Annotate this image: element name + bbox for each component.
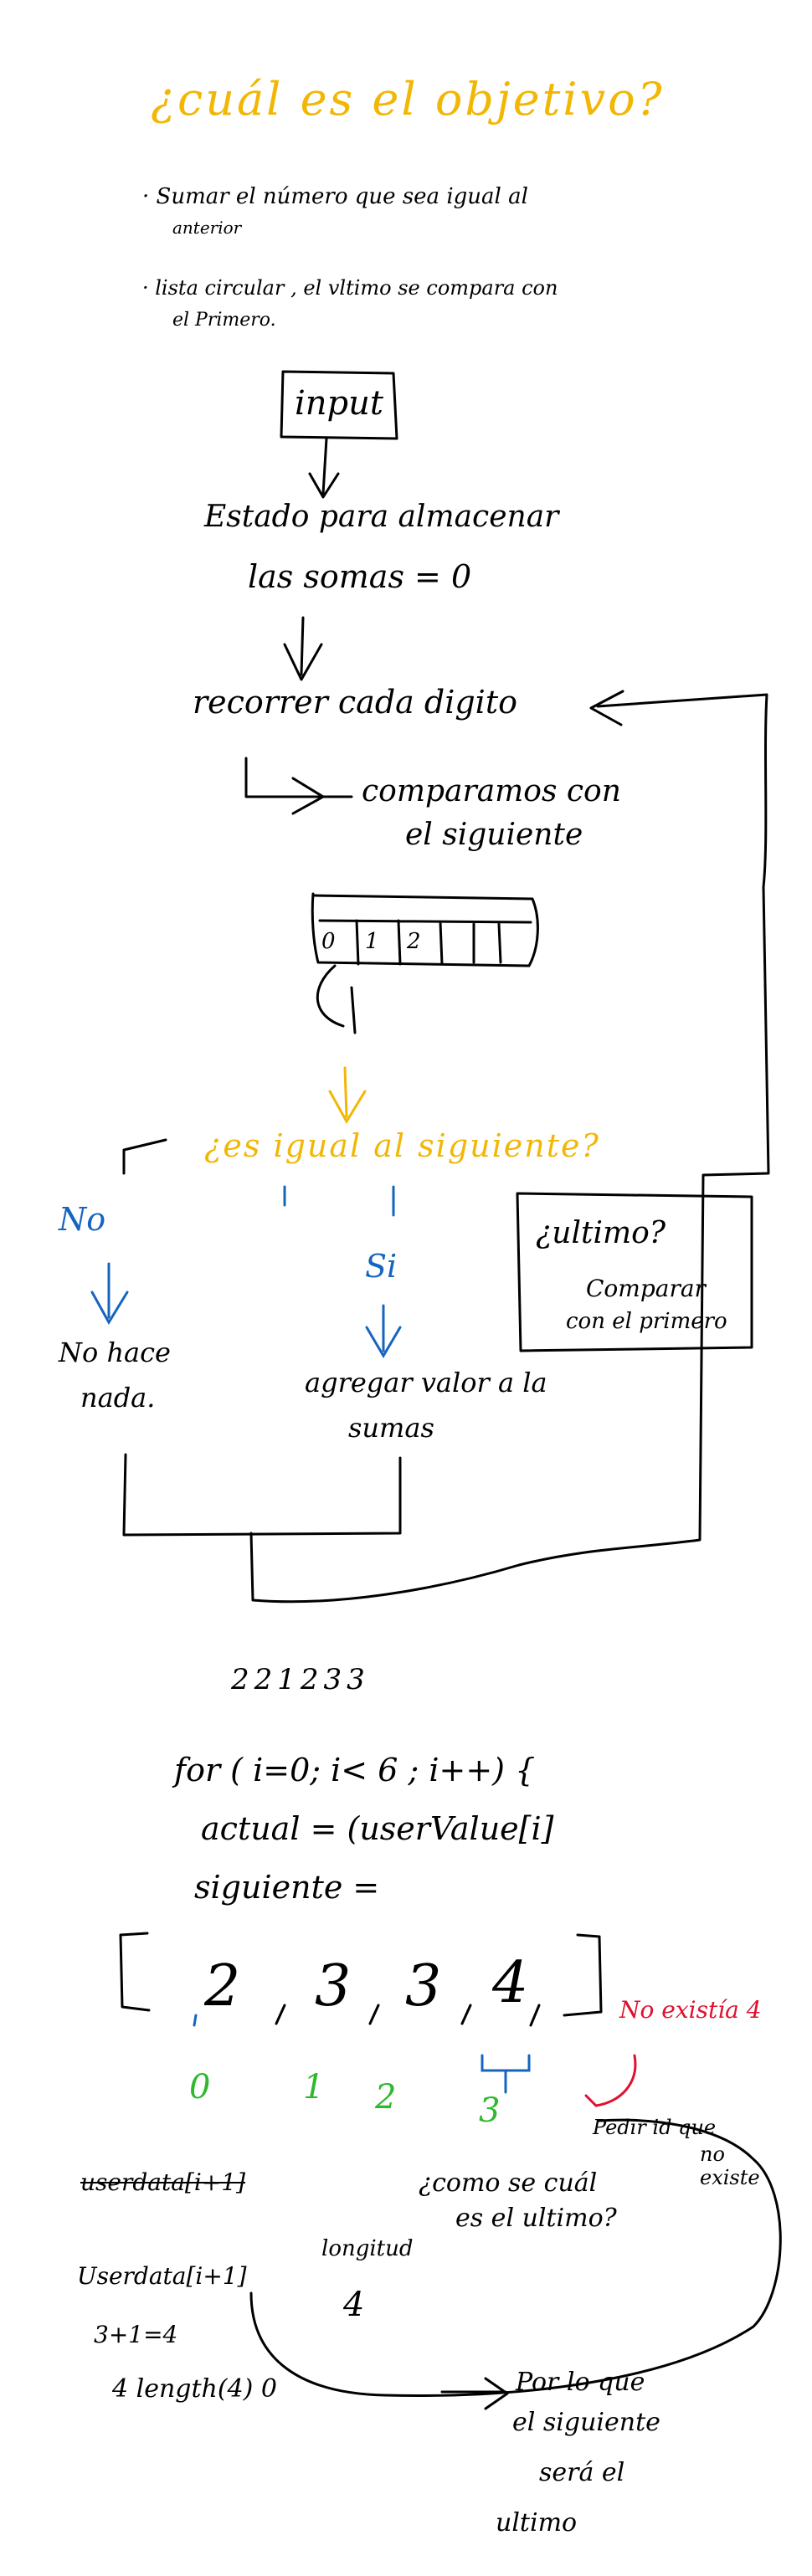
pedir-line-2: no bbox=[700, 2142, 725, 2166]
length-line: 4 length(4) 0 bbox=[112, 2374, 277, 2404]
for-loop-line: for ( i=0; i< 6 ; i++) { bbox=[174, 1752, 536, 1788]
loop-back-arrowhead bbox=[589, 690, 624, 726]
por-lo-line-2: el siguiente bbox=[512, 2408, 660, 2437]
page-title: ¿cuál es el objetivo? bbox=[151, 73, 665, 126]
arrow-to-question bbox=[328, 1066, 367, 1124]
userdata-expression: Userdata[i+1] bbox=[77, 2262, 247, 2290]
no-result-line-1: No hace bbox=[59, 1337, 171, 1368]
no-branch-down bbox=[122, 1453, 402, 1537]
index-3-bracket bbox=[481, 2054, 531, 2094]
loop-back-line bbox=[249, 693, 770, 1604]
pedir-line-3: existe bbox=[700, 2166, 760, 2189]
branch-si-label: Si bbox=[365, 1248, 398, 1285]
last-box-line-2: Comparar bbox=[586, 1275, 706, 1302]
next-line: siguiente = bbox=[194, 1869, 380, 1906]
compare-arrowhead bbox=[291, 777, 325, 815]
index-1: 1 bbox=[303, 2068, 325, 2106]
si-tick bbox=[283, 1185, 395, 1217]
no-result-line-2: nada. bbox=[80, 1382, 156, 1414]
array-value-1: 3 bbox=[315, 1953, 352, 2019]
arrow-si-down bbox=[365, 1304, 402, 1358]
array-value-2: 3 bbox=[405, 1953, 442, 2019]
si-result-line-1: agregar valor a la bbox=[305, 1367, 547, 1398]
arrow-to-conclusion bbox=[440, 2377, 509, 2410]
array-dividers bbox=[318, 919, 532, 966]
goal-2-line-1: · lista circular , el vltimo se compara … bbox=[142, 276, 558, 300]
no-existe-note: No existía 4 bbox=[619, 1996, 762, 2024]
como-line-2: es el ultimo? bbox=[455, 2204, 617, 2233]
array-cell-0: 0 bbox=[321, 929, 336, 954]
array-to-question-curve bbox=[316, 964, 357, 1034]
array-value-0: 2 bbox=[204, 1953, 241, 2019]
array-cell-2: 2 bbox=[407, 929, 421, 954]
arrow-state-to-loop bbox=[283, 616, 323, 681]
compare-line-2: el siguiente bbox=[405, 818, 583, 852]
last-box-line-3: con el primero bbox=[566, 1309, 727, 1334]
array-right-bracket bbox=[563, 1933, 603, 2017]
arrow-no-down bbox=[90, 1262, 129, 1325]
goal-1-line-1: · Sumar el número que sea igual al bbox=[142, 184, 528, 209]
loop-step: recorrer cada digito bbox=[193, 684, 517, 721]
actual-line: actual = (userValue[i] bbox=[201, 1810, 554, 1847]
array-outline bbox=[311, 892, 539, 967]
state-line-1: Estado para almacenar bbox=[204, 500, 559, 534]
arrow-input-to-state bbox=[308, 437, 340, 499]
last-box-line-1: ¿ultimo? bbox=[536, 1216, 666, 1250]
branch-no-label: No bbox=[59, 1201, 106, 1238]
userdata-i-crossed: userdata[i+1] bbox=[80, 2168, 245, 2196]
index-3: 3 bbox=[479, 2091, 501, 2130]
si-result-line-2: sumas bbox=[348, 1412, 434, 1444]
por-lo-line-3: será el bbox=[539, 2458, 625, 2487]
example-number: 221233 bbox=[231, 1663, 370, 1696]
array-cell-1: 1 bbox=[365, 929, 379, 954]
last-element-box bbox=[516, 1192, 753, 1352]
longitud-label: longitud bbox=[321, 2236, 414, 2261]
index-0: 0 bbox=[189, 2068, 211, 2106]
input-box-label: input bbox=[295, 384, 383, 423]
no-bracket bbox=[122, 1138, 167, 1175]
compare-line-1: comparamos con bbox=[362, 774, 621, 808]
goal-2-line-2: el Primero. bbox=[172, 310, 276, 331]
state-line-2: las somas = 0 bbox=[248, 558, 472, 595]
three-plus-one: 3+1=4 bbox=[94, 2321, 178, 2348]
loop-to-compare-connector bbox=[244, 757, 353, 798]
array-value-3: 4 bbox=[492, 1950, 529, 2016]
red-pointer-curve bbox=[584, 2054, 637, 2107]
input-box-outline bbox=[280, 370, 398, 440]
longitud-value: 4 bbox=[343, 2286, 365, 2324]
blue-dot bbox=[193, 2014, 198, 2027]
index-2: 2 bbox=[375, 2078, 397, 2117]
question-same-as-next: ¿es igual al siguiente? bbox=[204, 1127, 600, 1164]
como-line-1: ¿como se cuál bbox=[419, 2168, 598, 2198]
por-lo-line-4: ultimo bbox=[496, 2508, 578, 2538]
pedir-callout-curve bbox=[249, 2118, 782, 2397]
goal-1-line-2: anterior bbox=[172, 218, 242, 238]
array-left-bracket bbox=[119, 1932, 151, 2012]
array-commas bbox=[275, 2004, 541, 2027]
